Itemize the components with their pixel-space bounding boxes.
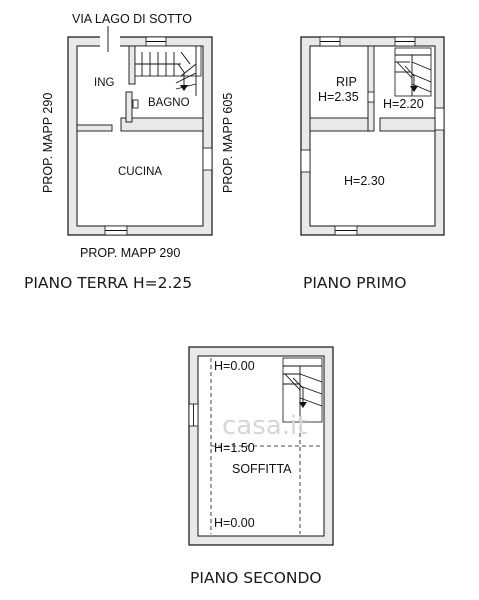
neighbor-label-bottom: PROP. MAPP 290 (80, 246, 180, 260)
ground-floor-plan: ING BAGNO CUCINA VIA LAGO DI SOTTO PROP.… (24, 12, 235, 292)
second-floor-plan: casa.it H=0.00 H=1.50 SOFFITTA H=0.00 PI… (188, 346, 334, 587)
rip-door (367, 91, 375, 103)
ground-bagno-wall (120, 117, 204, 132)
height-label-bottom: H=0.00 (214, 516, 255, 530)
ground-staircase (134, 45, 202, 96)
ground-stair-wall (128, 45, 136, 85)
first-right-window (434, 107, 445, 131)
rip-bottom-wall (309, 117, 371, 132)
neighbor-label-right: PROP. MAPP 605 (221, 93, 235, 193)
entrance-door (100, 35, 120, 48)
ground-ingresso-wall (76, 124, 113, 132)
watermark-text: casa.it (222, 411, 307, 441)
rip-side-wall (367, 45, 375, 132)
height-label-middle: H=1.50 (214, 441, 255, 455)
ground-bagno-side-wall (125, 91, 133, 123)
neighbor-label-left: PROP. MAPP 290 (41, 93, 55, 193)
first-left-window (300, 149, 311, 173)
height-label-top: H=0.00 (214, 359, 255, 373)
second-staircase (282, 357, 323, 423)
room-label-soffitta: SOFFITTA (232, 462, 292, 476)
first-floor-title: PIANO PRIMO (303, 274, 407, 292)
street-label: VIA LAGO DI SOTTO (72, 12, 192, 26)
room-label-ingresso: ING (94, 77, 115, 89)
first-staircase (394, 47, 432, 97)
room-label-ripostiglio: RIP (336, 75, 357, 89)
height-label-main: H=2.30 (344, 174, 385, 188)
second-floor-title: PIANO SECONDO (190, 569, 322, 587)
height-label-landing: H=2.20 (383, 97, 424, 111)
first-floor-plan: RIP H=2.35 H=2.20 H=2.30 PIANO PRIMO (300, 36, 445, 292)
height-label-rip: H=2.35 (318, 90, 359, 104)
first-landing-wall (379, 117, 436, 132)
bagno-door (132, 99, 139, 109)
ground-floor-title: PIANO TERRA H=2.25 (24, 274, 192, 292)
room-label-bagno: BAGNO (148, 97, 190, 109)
ground-right-window (202, 147, 213, 171)
room-label-cucina: CUCINA (118, 166, 162, 178)
